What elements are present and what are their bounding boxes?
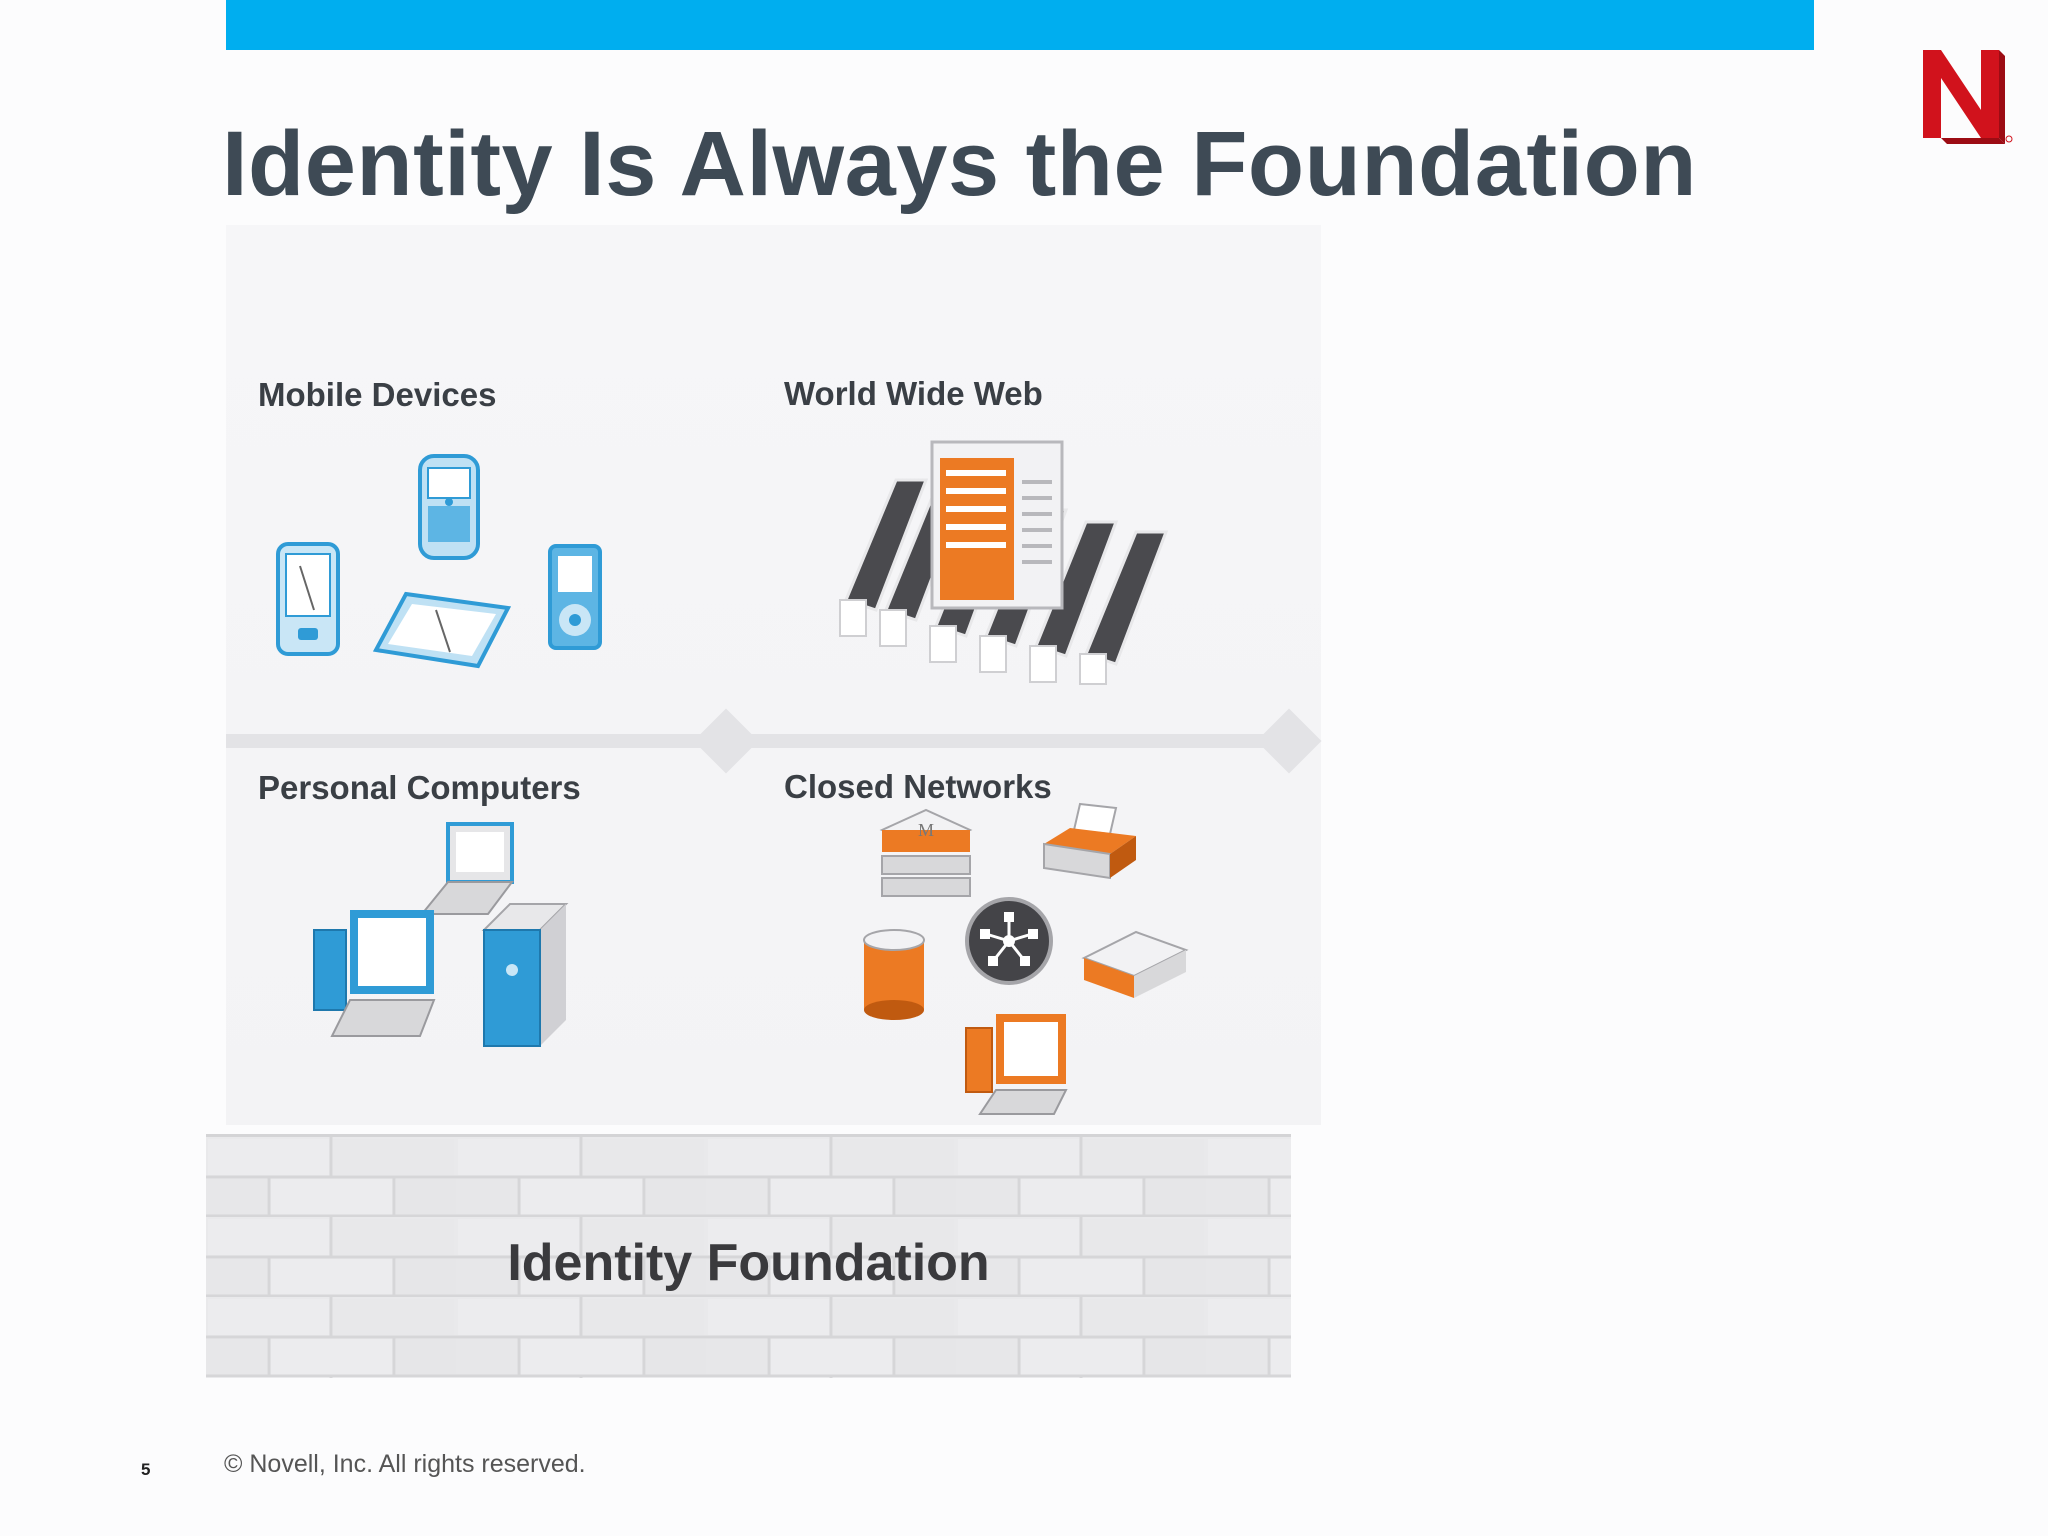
novell-logo — [1923, 50, 2013, 144]
network-switch-icon — [1081, 930, 1189, 998]
tablet-icon — [372, 591, 512, 669]
smartphone-icon — [418, 454, 480, 560]
workstation-icon — [965, 1014, 1068, 1115]
copyright-notice: © Novell, Inc. All rights reserved. — [224, 1450, 586, 1478]
closed-networks-label: Closed Networks — [784, 768, 1052, 805]
database-icon — [863, 929, 925, 1020]
accent-bar — [226, 0, 1814, 50]
identity-foundation-wall: Identity Foundation — [206, 1134, 1291, 1378]
mainframe-server-icon: M — [879, 808, 973, 897]
identity-foundation-label: Identity Foundation — [507, 1234, 990, 1292]
tower-server-icon — [481, 903, 569, 1047]
mobile-devices-label: Mobile Devices — [258, 376, 497, 413]
page-title: Identity Is Always the Foundation — [222, 113, 1697, 215]
brick-pattern — [206, 1137, 1291, 1378]
music-player-icon — [548, 544, 602, 650]
world-wide-web-label: World Wide Web — [784, 375, 1043, 412]
page-number: 5 — [141, 1460, 151, 1479]
printer-icon — [1043, 802, 1136, 880]
desktop-computer-icon — [313, 910, 436, 1037]
laptop-icon — [419, 822, 514, 915]
svg-text:M: M — [918, 820, 934, 840]
www-browser-icon — [839, 440, 1169, 685]
pda-icon — [276, 542, 340, 656]
personal-computers-label: Personal Computers — [258, 769, 581, 806]
network-hub-icon — [965, 897, 1053, 985]
